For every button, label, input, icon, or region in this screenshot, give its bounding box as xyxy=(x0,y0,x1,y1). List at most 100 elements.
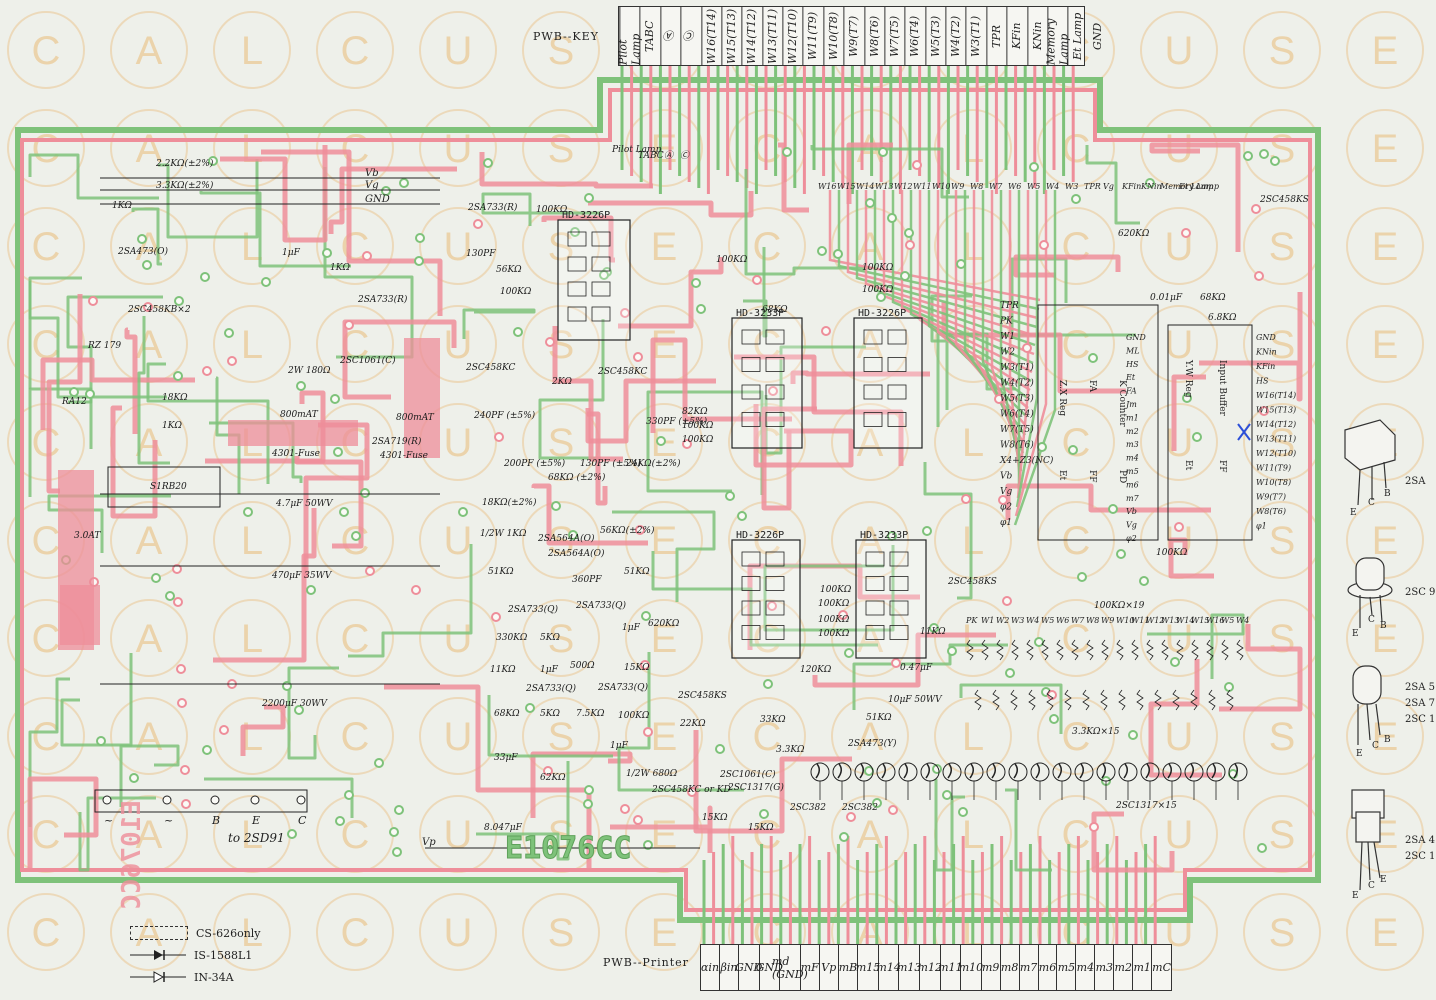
watermark-letter: A xyxy=(136,813,163,857)
vp-label: Vp xyxy=(422,837,436,848)
connector-pin: m2 xyxy=(1114,945,1134,990)
resistor-symbol xyxy=(1136,689,1144,711)
watermark-ring xyxy=(7,207,85,285)
watermark-ring xyxy=(728,795,806,873)
connector-pin: Ⓒ xyxy=(680,7,701,65)
bus-label: W15 xyxy=(837,182,855,191)
gate-symbol xyxy=(765,625,785,640)
component-label: 800mAT xyxy=(280,410,319,420)
pcb-trace xyxy=(40,357,195,430)
solder-pad xyxy=(1002,596,1012,606)
mid-pin-label: Et xyxy=(1125,373,1136,382)
solder-pad xyxy=(1022,343,1032,353)
gate-symbol xyxy=(765,329,785,345)
component-label: 1KΩ xyxy=(162,421,182,431)
solder-pad xyxy=(344,790,354,800)
pcb-trace xyxy=(476,761,570,861)
bottom-bus-label: W3 xyxy=(1011,616,1024,625)
solder-pad xyxy=(208,156,218,166)
pcb-trace xyxy=(934,779,965,872)
watermark-letter: S xyxy=(1269,617,1296,661)
connector-pin: W3(T1) xyxy=(965,7,986,65)
solder-pad xyxy=(219,725,229,735)
component-label: 2SC382 xyxy=(841,803,878,813)
bus-label: W9 xyxy=(951,182,964,191)
connector-pin: W10(T8) xyxy=(822,7,844,65)
bus-label: W13 xyxy=(875,182,893,191)
pcb-trace xyxy=(778,142,809,213)
terminal-label: C xyxy=(298,814,307,827)
watermark-ring xyxy=(522,11,600,89)
right-pin-label: W15(T13) xyxy=(1256,406,1296,415)
solder-pad xyxy=(202,745,212,755)
watermark-letter: E xyxy=(651,911,678,955)
connector-pin: m10 xyxy=(959,945,983,990)
legend-item: CS-626only xyxy=(130,922,261,944)
connector-pin: m4 xyxy=(1076,945,1096,990)
side-part-drawings xyxy=(1344,419,1396,891)
register-label: FF xyxy=(1217,460,1227,473)
solder-pad xyxy=(687,787,697,797)
watermark-letter: C xyxy=(341,127,370,171)
board-outline xyxy=(15,77,1321,923)
solder-pad xyxy=(1068,445,1078,455)
watermark-letter: C xyxy=(341,617,370,661)
solder-pad xyxy=(568,530,578,540)
connector-pin: W8(T6) xyxy=(863,7,884,65)
gate-symbol xyxy=(741,600,761,616)
mid-pin-label: m1 xyxy=(1126,413,1139,422)
component-label: 22KΩ xyxy=(679,719,706,729)
mid-pin-label: Vb xyxy=(1126,507,1137,516)
side-pin-label: C xyxy=(1372,741,1379,751)
watermark-ring xyxy=(1346,109,1424,187)
connector-pin: mC xyxy=(1152,961,1171,974)
connector-pin: W6(T4) xyxy=(904,7,925,65)
mid-pin-label: FA xyxy=(1125,387,1137,396)
center-register-block: TPRPKW1W2W3(T1)W4(T2)W5(T3)W6(T4)W7(T5)W… xyxy=(999,301,1159,541)
watermark-ring xyxy=(7,11,85,89)
component-label: 24KΩ(±2%) xyxy=(625,458,681,469)
rail-label-vb: Vb xyxy=(365,168,379,179)
watermark-ring xyxy=(419,501,497,579)
transistor-arrow-icon xyxy=(1079,763,1084,779)
pcb-trace xyxy=(205,390,326,464)
component-label: 18KΩ(±2%) xyxy=(482,497,537,508)
watermark-ring xyxy=(213,11,291,89)
solder-pad xyxy=(351,531,361,541)
watermark-letter: C xyxy=(341,813,370,857)
watermark-ring xyxy=(213,109,291,187)
watermark-letter: C xyxy=(1062,519,1091,563)
solder-pad xyxy=(224,328,234,338)
pcb-trace xyxy=(936,332,1016,427)
side-part-label: 2SC 1 xyxy=(1405,851,1435,862)
transistor-arrow-icon xyxy=(1211,763,1216,779)
watermark-ring xyxy=(1346,305,1424,383)
component-label: 2SA733(R) xyxy=(467,202,518,213)
watermark-letter: E xyxy=(651,617,678,661)
solder-pad xyxy=(282,681,292,691)
watermark-letter: C xyxy=(341,911,370,955)
watermark-letter: C xyxy=(32,911,61,955)
component-label: 2SC458KS xyxy=(677,691,727,701)
solder-pad xyxy=(176,664,186,674)
side-part-label: 2SC 1 xyxy=(1405,714,1435,725)
solder-pad xyxy=(633,815,643,825)
component-label: 3.0AT xyxy=(74,531,101,541)
solder-pad xyxy=(483,158,493,168)
component-label: 7.5KΩ xyxy=(576,709,605,719)
gate-symbol xyxy=(567,306,587,322)
gate-symbol xyxy=(741,357,761,372)
transistor-arrow-icon xyxy=(947,763,952,779)
solder-pad xyxy=(306,585,316,595)
watermark-ring xyxy=(1346,697,1424,775)
pcb-trace xyxy=(552,326,623,462)
watermark-letter: C xyxy=(753,715,782,759)
connector-pin: W11(T9) xyxy=(802,7,823,65)
watermark-letter: C xyxy=(753,519,782,563)
connector-pin: W4(T2) xyxy=(945,7,966,65)
component-label: 15KΩ xyxy=(702,813,728,823)
watermark-letter: C xyxy=(341,29,370,73)
watermark-letter: C xyxy=(753,225,782,269)
component-label: 62KΩ xyxy=(540,773,566,783)
